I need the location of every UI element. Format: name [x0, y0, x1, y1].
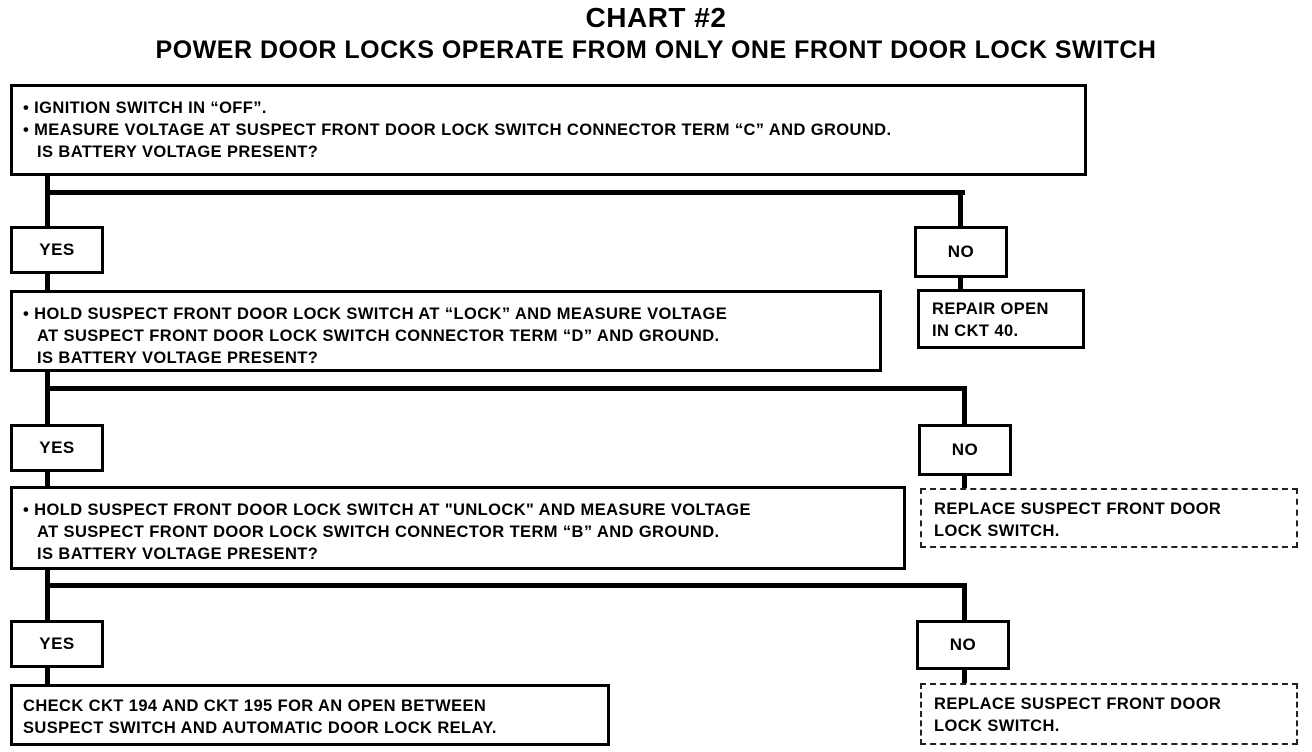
action-line: LOCK SWITCH.	[934, 522, 1060, 540]
final-action-box: CHECK CKT 194 AND CKT 195 FOR AN OPEN BE…	[10, 684, 610, 746]
question-line: • HOLD SUSPECT FRONT DOOR LOCK SWITCH AT…	[23, 501, 751, 519]
connector-line	[45, 174, 50, 228]
question-box-1: • IGNITION SWITCH IN “OFF”. • MEASURE VO…	[10, 84, 1087, 176]
action-line: IN CKT 40.	[932, 322, 1019, 340]
question-line: AT SUSPECT FRONT DOOR LOCK SWITCH CONNEC…	[37, 327, 720, 345]
chart-title: CHART #2	[585, 2, 727, 33]
yes-label-2: YES	[10, 424, 104, 472]
connector-line	[45, 190, 965, 195]
connector-line	[45, 583, 967, 588]
no-label-2: NO	[918, 424, 1012, 476]
no-action-box-3: REPLACE SUSPECT FRONT DOOR LOCK SWITCH.	[920, 683, 1298, 745]
connector-line	[962, 583, 967, 623]
action-line: REPAIR OPEN	[932, 300, 1049, 318]
connector-line	[962, 386, 967, 426]
yes-label-1: YES	[10, 226, 104, 274]
action-line: CHECK CKT 194 AND CKT 195 FOR AN OPEN BE…	[23, 697, 487, 715]
question-box-2: • HOLD SUSPECT FRONT DOOR LOCK SWITCH AT…	[10, 290, 882, 372]
action-line: LOCK SWITCH.	[934, 717, 1060, 735]
question-line: • HOLD SUSPECT FRONT DOOR LOCK SWITCH AT…	[23, 305, 728, 323]
no-action-box-2: REPLACE SUSPECT FRONT DOOR LOCK SWITCH.	[920, 488, 1298, 548]
no-label-3: NO	[916, 620, 1010, 670]
connector-line	[958, 276, 963, 290]
connector-line	[45, 386, 967, 391]
question-box-3: • HOLD SUSPECT FRONT DOOR LOCK SWITCH AT…	[10, 486, 906, 570]
question-line: • IGNITION SWITCH IN “OFF”.	[23, 99, 267, 117]
question-line: IS BATTERY VOLTAGE PRESENT?	[37, 349, 319, 367]
question-line: AT SUSPECT FRONT DOOR LOCK SWITCH CONNEC…	[37, 523, 720, 541]
connector-line	[45, 470, 50, 488]
connector-line	[958, 190, 963, 228]
no-label-1: NO	[914, 226, 1008, 278]
action-line: REPLACE SUSPECT FRONT DOOR	[934, 500, 1222, 518]
connector-line	[45, 272, 50, 292]
question-line: • MEASURE VOLTAGE AT SUSPECT FRONT DOOR …	[23, 121, 892, 139]
no-action-box-1: REPAIR OPEN IN CKT 40.	[917, 289, 1085, 349]
action-line: SUSPECT SWITCH AND AUTOMATIC DOOR LOCK R…	[23, 719, 497, 737]
connector-line	[962, 474, 967, 488]
connector-line	[962, 668, 967, 684]
connector-line	[45, 370, 50, 426]
action-line: REPLACE SUSPECT FRONT DOOR	[934, 695, 1222, 713]
connector-line	[45, 568, 50, 622]
chart-subtitle: POWER DOOR LOCKS OPERATE FROM ONLY ONE F…	[155, 36, 1157, 64]
question-line: IS BATTERY VOLTAGE PRESENT?	[37, 545, 319, 563]
question-line: IS BATTERY VOLTAGE PRESENT?	[37, 143, 319, 161]
connector-line	[45, 666, 50, 684]
yes-label-3: YES	[10, 620, 104, 668]
